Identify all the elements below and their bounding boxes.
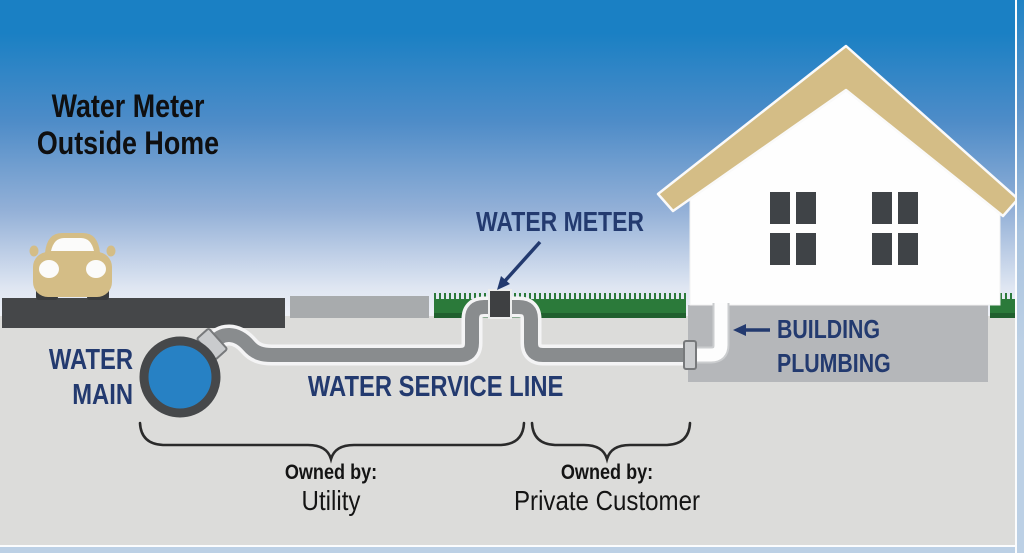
title-line1: Water Meter xyxy=(51,88,205,124)
building-plumbing-label-line2: PLUMBING xyxy=(777,347,891,378)
car-mirror-right xyxy=(106,245,116,257)
owned-by-private-value: Private Customer xyxy=(513,485,701,517)
pipe-gray xyxy=(206,300,686,362)
pipe-casing xyxy=(203,296,686,366)
water-service-line-pipe xyxy=(203,296,686,366)
water-main-pipe xyxy=(139,336,221,418)
house xyxy=(656,44,1020,306)
owned-by-utility: Owned by: Utility xyxy=(236,461,425,517)
white-pipe xyxy=(697,303,728,362)
water-meter-label: WATER METER xyxy=(476,206,644,237)
title-line2: Outside Home xyxy=(36,125,220,162)
owned-by-utility-heading: Owned by: xyxy=(284,461,378,484)
water-meter-arrow xyxy=(497,240,542,290)
window-right xyxy=(872,192,918,265)
right-border-strip xyxy=(1015,0,1024,553)
window-left xyxy=(770,192,816,265)
house-foundation xyxy=(688,305,988,382)
water-main-label-line1: WATER xyxy=(48,344,133,376)
utility-ownership-brace xyxy=(138,421,526,464)
house-connection-fitting xyxy=(683,340,697,370)
sidewalk xyxy=(290,296,429,318)
water-main-label-line2: MAIN xyxy=(72,378,133,411)
bottom-border-strip xyxy=(0,545,1024,553)
building-plumbing-label-line1: BUILDING xyxy=(777,314,881,344)
car-headlight-left xyxy=(39,260,59,278)
building-plumbing-arrow xyxy=(733,324,770,336)
water-meter-box xyxy=(488,289,512,319)
road xyxy=(2,298,285,328)
house-body xyxy=(689,90,1001,306)
car-headlight-right xyxy=(86,260,106,278)
owned-by-private-heading: Owned by: xyxy=(560,461,654,484)
car-windshield xyxy=(51,238,94,251)
private-ownership-brace xyxy=(530,421,692,464)
owned-by-private: Owned by: Private Customer xyxy=(512,461,701,517)
water-service-line-label: WATER SERVICE LINE xyxy=(307,371,564,403)
house-roof xyxy=(656,44,1020,218)
water-main-label: WATER MAIN xyxy=(24,343,133,413)
building-plumbing-pipe xyxy=(697,303,730,364)
car xyxy=(29,233,116,300)
building-plumbing-label: BUILDING PLUMBING xyxy=(777,313,908,381)
diagram-title: Water Meter Outside Home xyxy=(34,88,222,163)
car-mirror-left xyxy=(29,245,39,257)
owned-by-utility-value: Utility xyxy=(301,485,361,517)
